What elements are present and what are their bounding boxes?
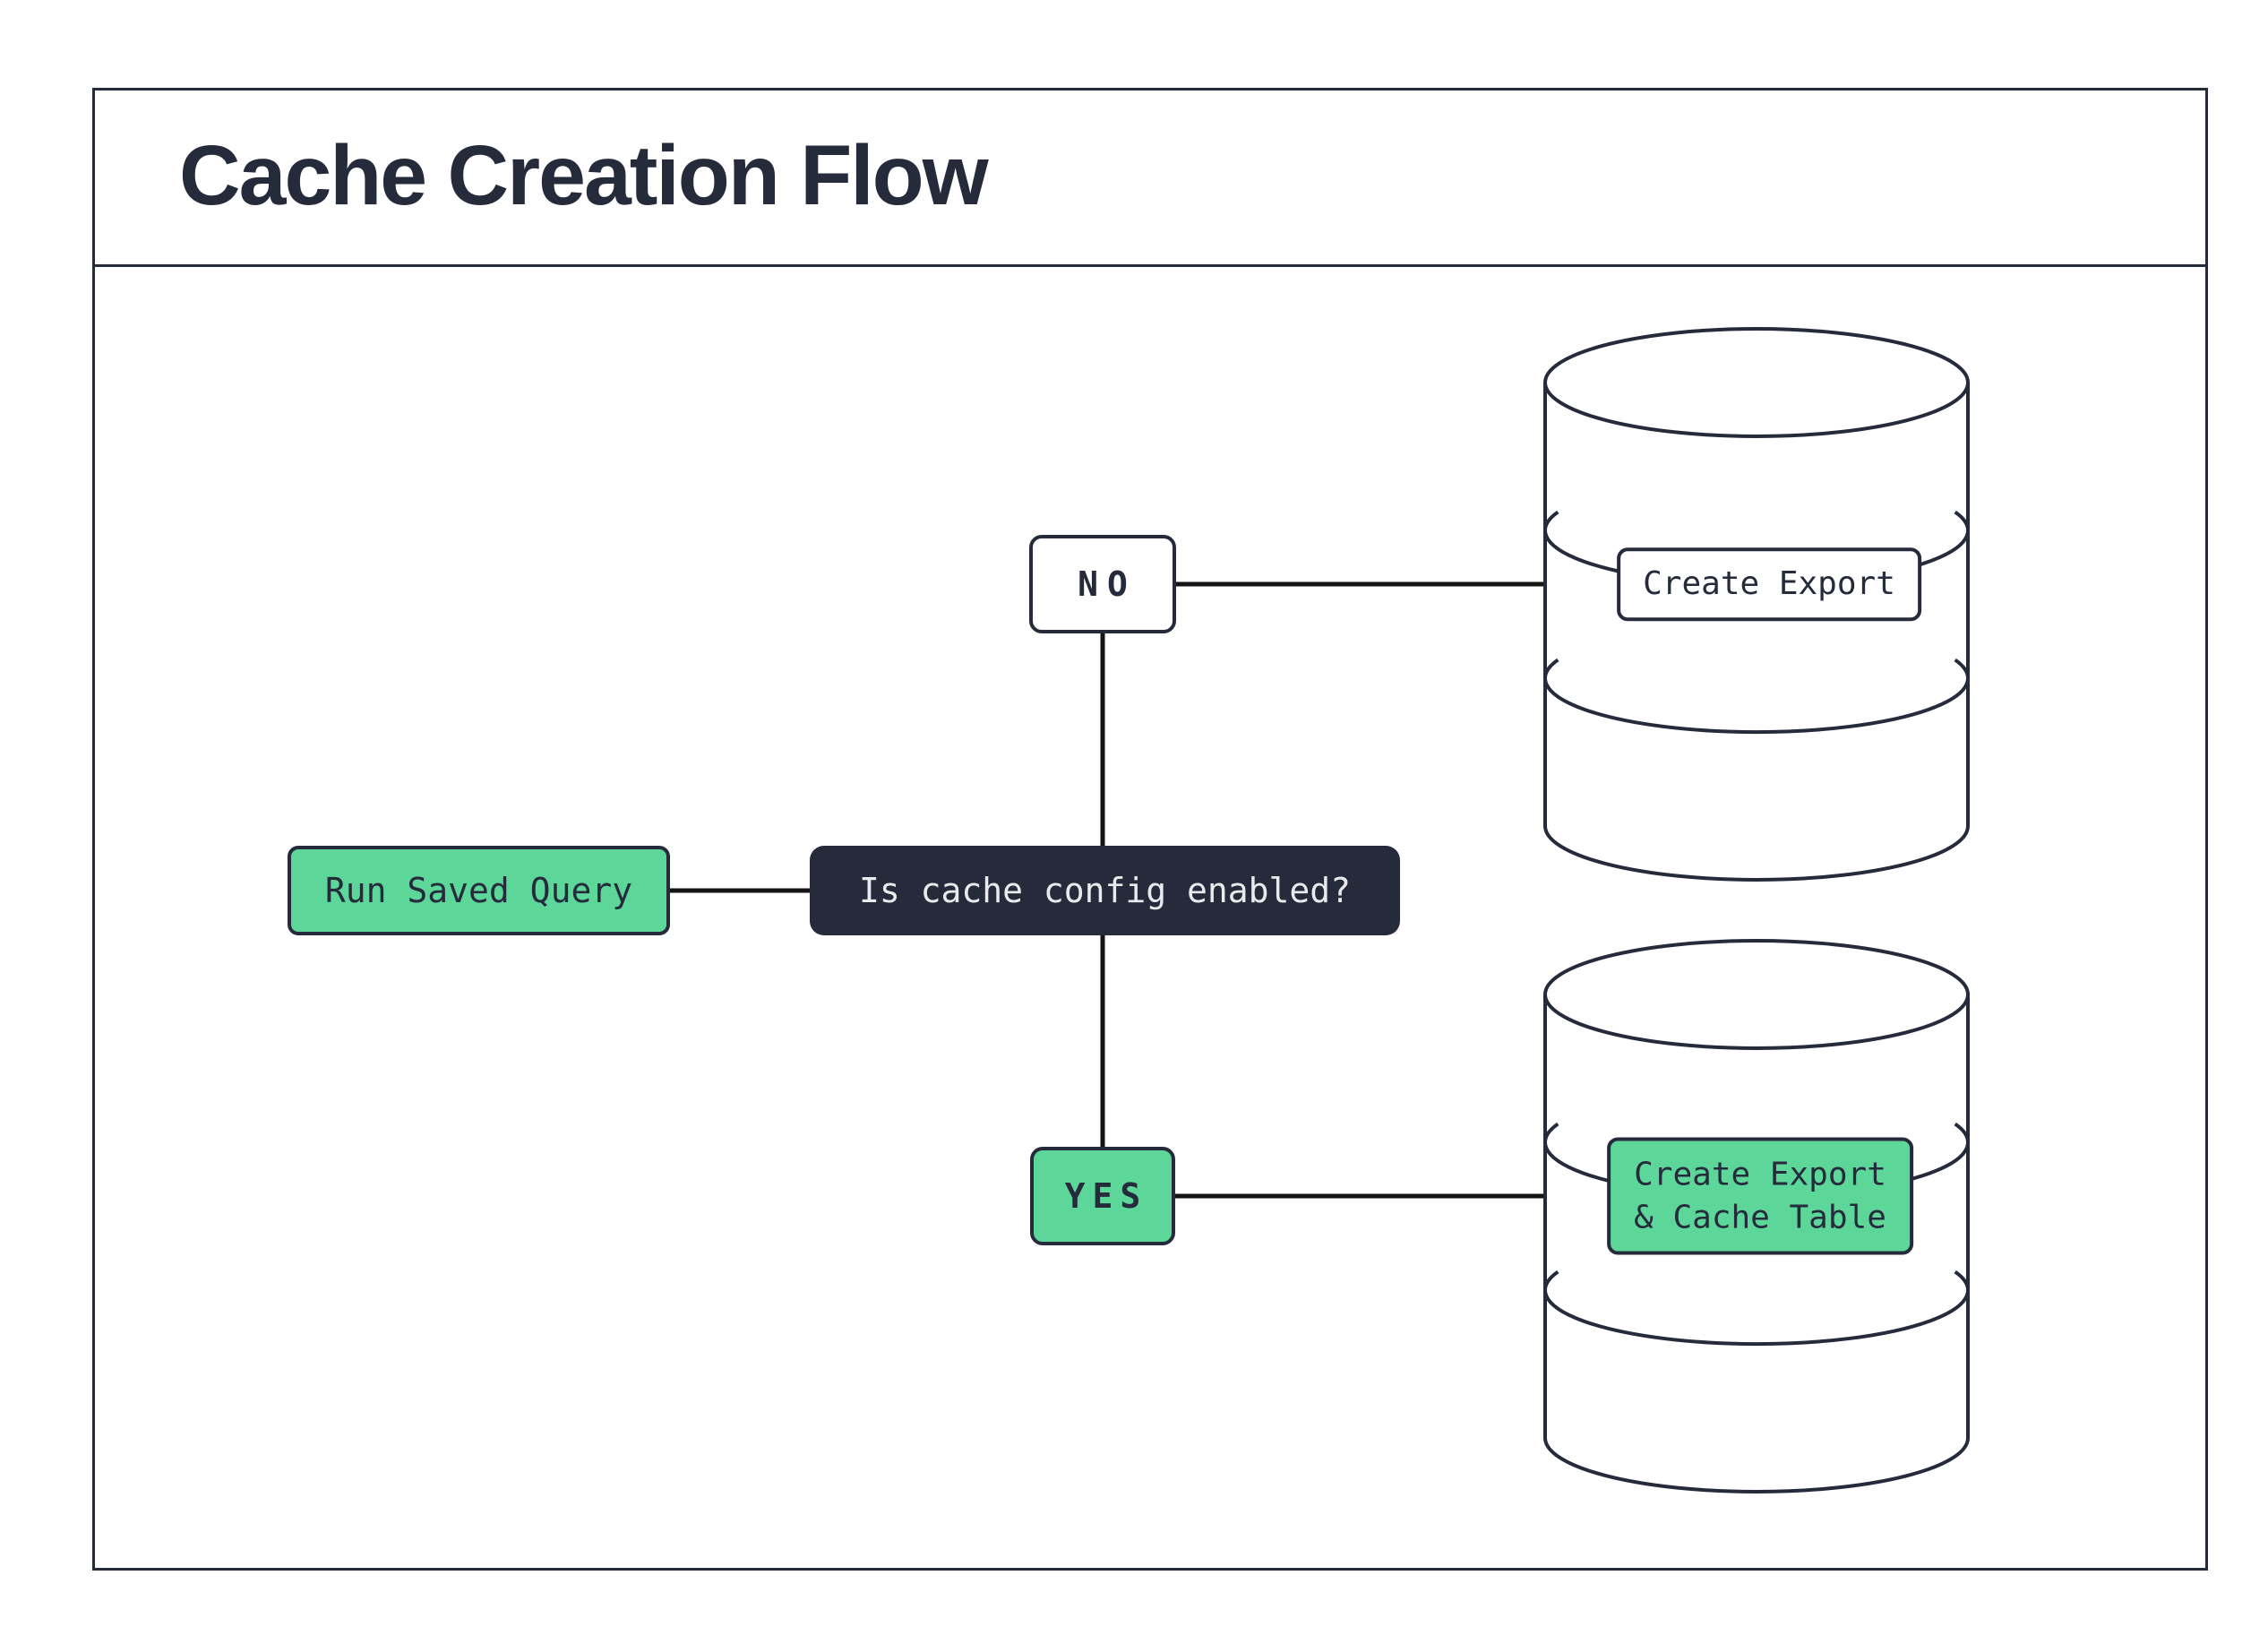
node-run-saved-query-label: Run Saved Query bbox=[324, 871, 633, 910]
diagram-frame bbox=[92, 88, 2208, 1571]
page-title: Cache Creation Flow bbox=[179, 128, 989, 223]
node-branch-yes-label: YES bbox=[1064, 1176, 1148, 1216]
node-branch-no: NO bbox=[1029, 535, 1176, 633]
label-create-export-text: Create Export bbox=[1643, 565, 1895, 603]
label-create-export-cache-table: Create Export & Cache Table bbox=[1607, 1137, 1913, 1255]
node-branch-yes: YES bbox=[1030, 1147, 1175, 1245]
node-decision-label: Is cache config enabled? bbox=[858, 871, 1352, 910]
node-run-saved-query: Run Saved Query bbox=[288, 846, 670, 935]
node-branch-no-label: NO bbox=[1078, 564, 1137, 604]
title-bar: Cache Creation Flow bbox=[92, 88, 2208, 267]
label-create-export: Create Export bbox=[1617, 547, 1921, 621]
label-create-export-cache-line1: Create Export bbox=[1634, 1156, 1886, 1193]
database-icon bbox=[1543, 327, 1970, 882]
label-create-export-cache-line2: & Cache Table bbox=[1634, 1199, 1886, 1235]
node-decision-cache-config: Is cache config enabled? bbox=[810, 846, 1400, 935]
